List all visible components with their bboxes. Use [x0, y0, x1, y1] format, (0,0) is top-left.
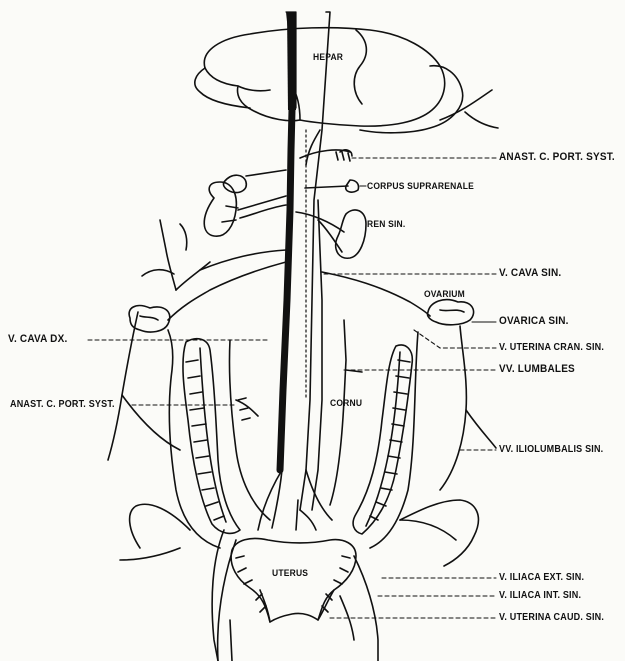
left-uterine-horn — [183, 339, 240, 534]
label-corpus-suprarenale: CORPUS SUPRARENALE — [367, 181, 474, 192]
label-vv-lumbales: VV. LUMBALES — [499, 364, 575, 376]
label-v-iliaca-ext-sin: V. ILIACA EXT. SIN. — [499, 572, 584, 583]
label-ren-sin: REN SIN. — [367, 219, 405, 230]
label-v-uterina-cran-sin: V. UTERINA CRAN. SIN. — [499, 342, 604, 353]
vena-cava — [280, 12, 296, 470]
ovaries — [129, 300, 473, 332]
label-v-uterina-caud-sin: V. UTERINA CAUD. SIN. — [499, 612, 604, 623]
uterus-body — [231, 538, 356, 622]
lower-vessels — [108, 312, 496, 661]
label-anast-port-syst-left: ANAST. C. PORT. SYST. — [10, 399, 115, 410]
label-cornu: CORNU — [330, 398, 362, 409]
label-ovarium: OVARIUM — [424, 289, 465, 300]
left-upper-branches — [142, 220, 286, 290]
aorta-lines — [300, 12, 330, 510]
liver-outline — [195, 28, 463, 133]
label-uterus: UTERUS — [272, 568, 308, 579]
label-vv-iliolumbalis-sin: VV. ILIOLUMBALIS SIN. — [499, 444, 603, 455]
label-anast-port-syst-right: ANAST. C. PORT. SYST. — [499, 152, 615, 164]
right-kidney — [204, 170, 286, 236]
label-v-cava-sin: V. CAVA SIN. — [499, 268, 561, 280]
label-v-iliaca-int-sin: V. ILIACA INT. SIN. — [499, 590, 581, 601]
label-ovarica-sin: OVARICA SIN. — [499, 316, 569, 328]
anastomosis-hatch — [238, 152, 350, 420]
label-v-cava-dx: V. CAVA DX. — [8, 334, 67, 346]
label-hepar: HEPAR — [313, 52, 343, 63]
inner-body-lines — [229, 320, 362, 530]
